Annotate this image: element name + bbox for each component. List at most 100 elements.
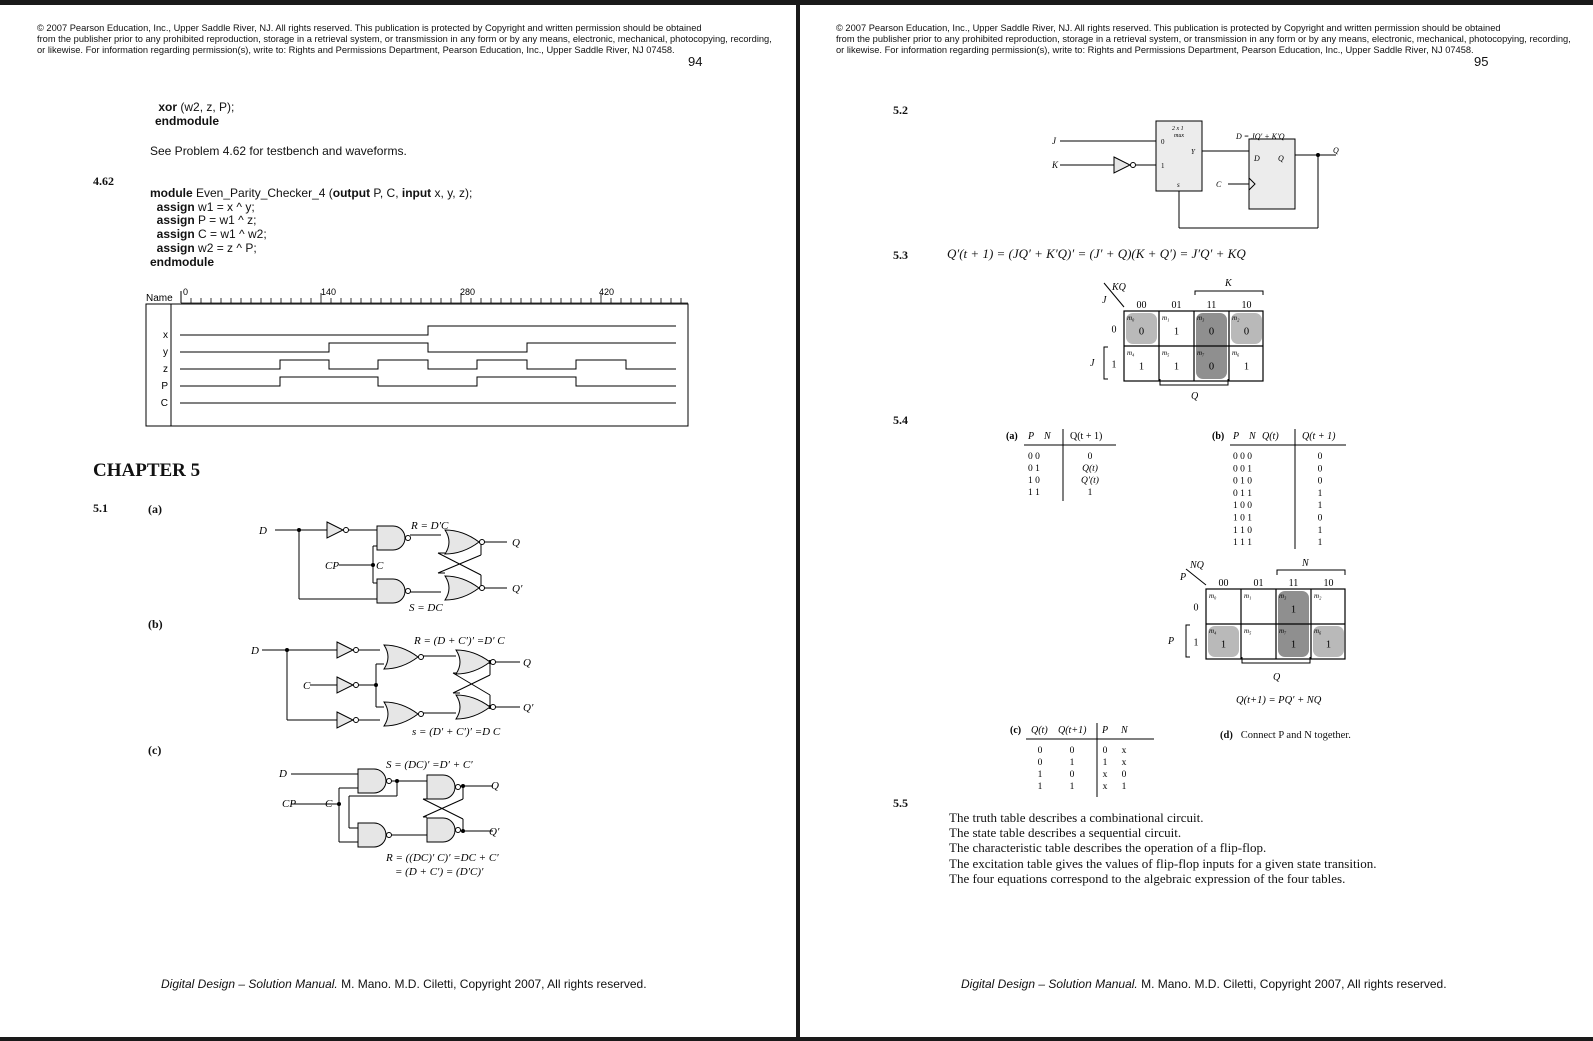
svg-text:J: J	[1102, 295, 1107, 306]
kmap-minterm: m₂	[1314, 592, 1322, 600]
kmap-minterm: m₅	[1162, 349, 1170, 357]
signal-label-y: y	[163, 347, 168, 358]
table-cell: x	[1122, 758, 1127, 768]
signal-label-P: P	[161, 381, 168, 392]
table-cell: 1 0 0	[1233, 501, 1252, 511]
see-problem-text: See Problem 4.62 for testbench and wavef…	[150, 144, 407, 158]
table-cell: 1	[1038, 770, 1043, 780]
svg-text:Q: Q	[491, 780, 499, 792]
nand-gate-r	[376, 525, 411, 551]
kmap-minterm: m₃	[1197, 314, 1205, 322]
kmap-minterm: m₀	[1127, 314, 1135, 322]
kmap-row-header: 1	[1194, 638, 1199, 649]
svg-text:(c): (c)	[1010, 725, 1021, 736]
wave-P	[180, 376, 676, 387]
inverter-gate-d	[336, 641, 359, 659]
window-bottom-border	[0, 1037, 1593, 1041]
svg-text:mux: mux	[1174, 133, 1184, 139]
svg-text:Q: Q	[1191, 391, 1199, 402]
section-5-3: 5.3	[893, 248, 908, 262]
kmap-cell-value: 1	[1291, 640, 1296, 651]
verilog-module-code: module Even_Parity_Checker_4 (output P, …	[150, 186, 473, 269]
svg-text:CP: CP	[282, 798, 296, 810]
svg-text:Q(t): Q(t)	[1262, 431, 1279, 442]
kmap-minterm: m₇	[1197, 349, 1205, 357]
jk-mux-flipflop-diagram: J K 2 x 1 mux 0 1 Y s C D Q D = JQ′ + K′…	[1051, 120, 1339, 229]
svg-text:J: J	[1090, 358, 1095, 369]
svg-text:R = D′C: R = D′C	[410, 520, 449, 532]
section-5-1: 5.1	[93, 501, 108, 515]
kmap-cell-value: 1	[1244, 362, 1249, 373]
svg-text:(b): (b)	[1212, 431, 1224, 442]
kmap-minterm: m₄	[1127, 349, 1135, 357]
svg-text:N: N	[1248, 431, 1257, 442]
table-cell: 1	[1070, 758, 1075, 768]
page-divider	[796, 0, 800, 1041]
circuit-b-latch: D C R = (D + C′)′ =D′ C s = (D′ + C′)′ =…	[250, 635, 534, 738]
kmap-minterm: m₃	[1279, 592, 1287, 600]
kmap-group	[1313, 626, 1344, 657]
waveform-tick-0: 0	[183, 287, 188, 297]
table-cell: 1 0 1	[1233, 514, 1252, 524]
table-cell: 0 1 0	[1233, 477, 1252, 487]
table-cell: 1 0	[1028, 476, 1040, 486]
kmap-group	[1208, 626, 1239, 657]
svg-text:R = (D + C′)′ =D′ C: R = (D + C′)′ =D′ C	[413, 635, 505, 647]
table-cell: 0	[1088, 452, 1093, 462]
table-cell: 1 1 0	[1233, 526, 1252, 536]
svg-text:D: D	[258, 525, 267, 537]
page-95: © 2007 Pearson Education, Inc., Upper Sa…	[800, 5, 1593, 1035]
svg-text:P: P	[1179, 572, 1186, 583]
kmap-row-header: 1	[1112, 360, 1117, 371]
svg-text:Q(t + 1): Q(t + 1)	[1070, 431, 1102, 442]
svg-text:1: 1	[1161, 162, 1165, 170]
svg-text:Q(t + 1): Q(t + 1)	[1302, 431, 1336, 442]
table-cell: 0	[1122, 770, 1127, 780]
waveform-tick-140: 140	[321, 287, 336, 297]
svg-text:D = JQ′ + K′Q: D = JQ′ + K′Q	[1235, 132, 1285, 141]
inverter-gate-c	[336, 676, 359, 694]
page-number: 94	[688, 54, 703, 69]
kmap-cell-value: 0	[1139, 327, 1144, 338]
part-d-text: (d) Connect P and N together.	[1220, 730, 1351, 741]
kmap-col-header: 01	[1172, 300, 1182, 311]
table-cell: 0	[1318, 464, 1323, 474]
svg-text:S = DC: S = DC	[409, 602, 443, 614]
svg-text:C: C	[325, 798, 333, 810]
kmap-cell-value: 0	[1244, 327, 1249, 338]
svg-text:2 x 1: 2 x 1	[1172, 126, 1184, 132]
table-cell: 0	[1038, 746, 1043, 756]
wave-z	[180, 359, 676, 370]
section-4-62: 4.62	[93, 174, 114, 188]
table-cell: 1	[1103, 758, 1108, 768]
svg-text:Q: Q	[1273, 672, 1281, 683]
table-cell: 0 0	[1028, 452, 1040, 462]
svg-text:C: C	[376, 560, 384, 572]
kmap-minterm: m₆	[1232, 349, 1240, 357]
table-cell: 1	[1088, 488, 1093, 498]
kmap-minterm: m₄	[1209, 627, 1217, 635]
table-cell: 0	[1070, 770, 1075, 780]
svg-text:CP: CP	[325, 560, 339, 572]
table-cell: 0 1 1	[1233, 489, 1252, 499]
nand-gate-qp	[426, 817, 461, 843]
table-cell: 1	[1038, 782, 1043, 792]
part-b-label: (b)	[148, 617, 163, 631]
table-cell: 1	[1318, 501, 1323, 511]
table-cell: 1	[1122, 782, 1127, 792]
circuit-c-latch: D CP C S = (DC)′ =D′ + C′ Q Q′ R = ((DC)…	[278, 759, 500, 878]
svg-text:Q′: Q′	[489, 826, 500, 838]
svg-text:P: P	[1232, 431, 1239, 442]
svg-text:C: C	[1216, 180, 1222, 189]
page-number: 95	[1474, 54, 1489, 69]
nand-gate-r	[357, 822, 392, 848]
kmap-cell-value: 1	[1139, 362, 1144, 373]
table-cell: 0	[1318, 452, 1323, 462]
svg-text:N: N	[1120, 725, 1129, 736]
svg-text:KQ: KQ	[1111, 282, 1127, 293]
section-5-5: 5.5	[893, 796, 908, 810]
table-cell: x	[1103, 782, 1108, 792]
waveform-name-label: Name	[146, 293, 173, 304]
kmap-cell-value: 1	[1221, 640, 1226, 651]
